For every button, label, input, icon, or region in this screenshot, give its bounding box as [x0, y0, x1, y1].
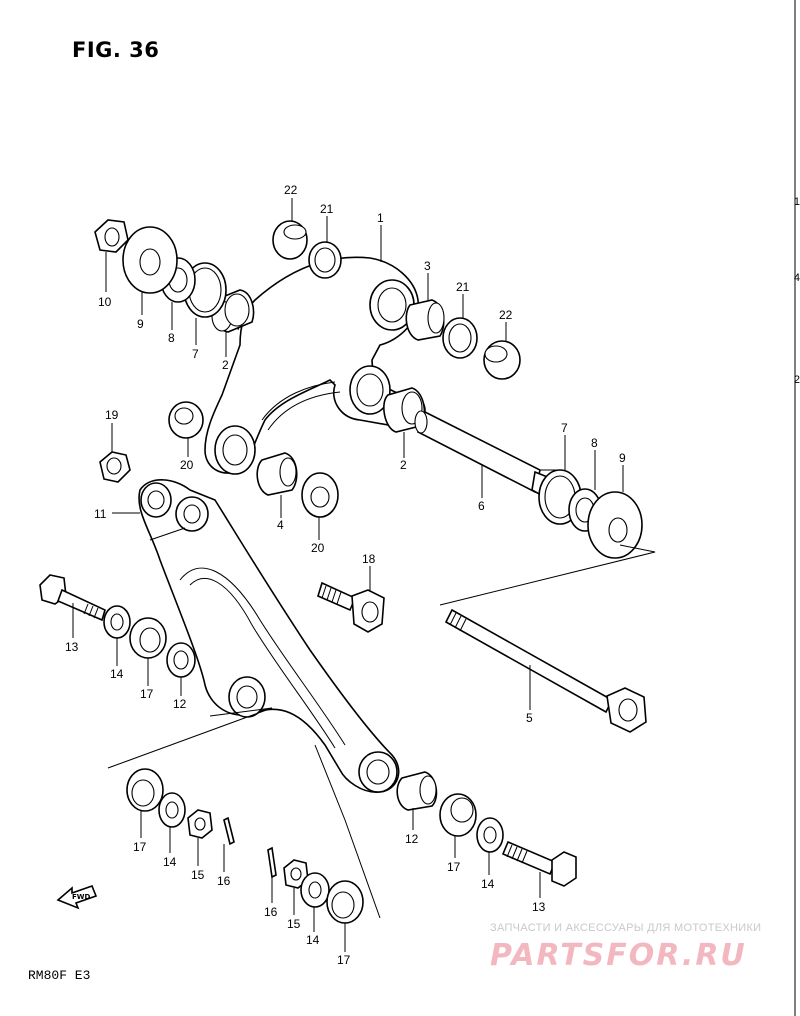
collar-17d — [326, 880, 364, 924]
collar-12a — [166, 642, 196, 678]
bolt-13a — [39, 574, 106, 622]
callout-19: 19 — [105, 408, 119, 422]
callout-4: 4 — [277, 518, 284, 532]
edge-mark-2: 4 — [793, 272, 800, 284]
nut-10 — [94, 219, 129, 253]
figure-title: FIG. 36 — [72, 38, 160, 62]
callout-7a: 7 — [192, 347, 199, 361]
callout-16b: 16 — [264, 905, 278, 919]
cushion-lever — [204, 256, 426, 475]
model-code: RM80F E3 — [28, 968, 91, 983]
castle-nut-15a — [187, 809, 213, 839]
shaft-6 — [414, 410, 556, 502]
callout-7b: 7 — [561, 421, 568, 435]
washer-9a — [122, 226, 178, 294]
callout-17d: 17 — [337, 953, 351, 967]
nut-19 — [99, 451, 131, 483]
callout-17b: 17 — [133, 840, 147, 854]
callout-21b: 21 — [456, 280, 470, 294]
callout-9a: 9 — [137, 317, 144, 331]
edge-mark-1: 1 — [793, 196, 800, 208]
collar-4 — [256, 452, 298, 496]
washer-20b — [301, 472, 339, 518]
cotter-pin-16a — [223, 816, 235, 846]
callout-6: 6 — [478, 499, 485, 513]
castle-nut-15b — [283, 859, 309, 889]
callout-20b: 20 — [311, 541, 325, 555]
leader-lines — [72, 198, 656, 952]
callout-20a: 20 — [180, 458, 194, 472]
bolt-13b — [501, 840, 577, 887]
seal-21a — [308, 241, 342, 279]
callout-18: 18 — [362, 552, 376, 566]
callout-17a: 17 — [140, 687, 154, 701]
collar-12b — [396, 771, 438, 811]
washer-7a — [183, 262, 227, 318]
callout-2a: 2 — [222, 358, 229, 372]
callout-15b: 15 — [287, 917, 301, 931]
callout-21a: 21 — [320, 202, 334, 216]
callout-14d: 14 — [306, 933, 320, 947]
edge-mark-3: 2 — [793, 374, 800, 386]
collar-22b — [483, 340, 521, 380]
watermark-tagline: ЗАПЧАСТИ И АКСЕССУАРЫ ДЛЯ МОТОТЕХНИКИ — [490, 922, 762, 934]
washer-14b — [158, 792, 186, 828]
callout-10: 10 — [98, 295, 112, 309]
bolt-18 — [317, 581, 385, 633]
callout-12a: 12 — [173, 697, 187, 711]
cushion-rod — [138, 479, 400, 793]
callout-8b: 8 — [591, 436, 598, 450]
washer-14d — [300, 872, 330, 908]
callout-17c: 17 — [447, 860, 461, 874]
callout-13a: 13 — [65, 640, 79, 654]
callout-14c: 14 — [481, 877, 495, 891]
collar-17b — [126, 768, 164, 812]
washer-14a — [103, 605, 131, 639]
cotter-pin-16b — [267, 846, 277, 879]
forward-arrow-icon: FWD — [56, 884, 98, 910]
callout-5: 5 — [526, 711, 533, 725]
watermark-logo: PARTSFOR.RU — [490, 938, 747, 973]
callout-1: 1 — [377, 211, 384, 225]
bearing-2b — [383, 387, 426, 433]
callout-22b: 22 — [499, 308, 513, 322]
callout-3: 3 — [424, 259, 431, 273]
collar-17a — [129, 617, 167, 659]
callout-9b: 9 — [619, 451, 626, 465]
callout-13b: 13 — [532, 900, 546, 914]
fwd-label: FWD — [72, 893, 91, 901]
callout-14b: 14 — [163, 855, 177, 869]
callout-14a: 14 — [110, 667, 124, 681]
callout-8a: 8 — [168, 331, 175, 345]
washer-14c — [476, 817, 504, 853]
collar-17c — [439, 793, 477, 837]
callout-15a: 15 — [191, 868, 205, 882]
callout-12b: 12 — [405, 832, 419, 846]
washer-9b — [587, 491, 643, 559]
bolt-5 — [444, 608, 647, 733]
callout-2b: 2 — [400, 458, 407, 472]
callout-16a: 16 — [217, 874, 231, 888]
callout-11: 11 — [94, 507, 107, 521]
collar-20a — [168, 401, 204, 439]
seal-21b — [442, 317, 478, 359]
callout-numbers: 22 21 1 3 21 22 10 9 8 7 2 19 20 2 7 8 9… — [65, 183, 626, 967]
collar-22a — [272, 220, 308, 260]
collar-3 — [405, 299, 445, 341]
callout-22a: 22 — [284, 183, 298, 197]
